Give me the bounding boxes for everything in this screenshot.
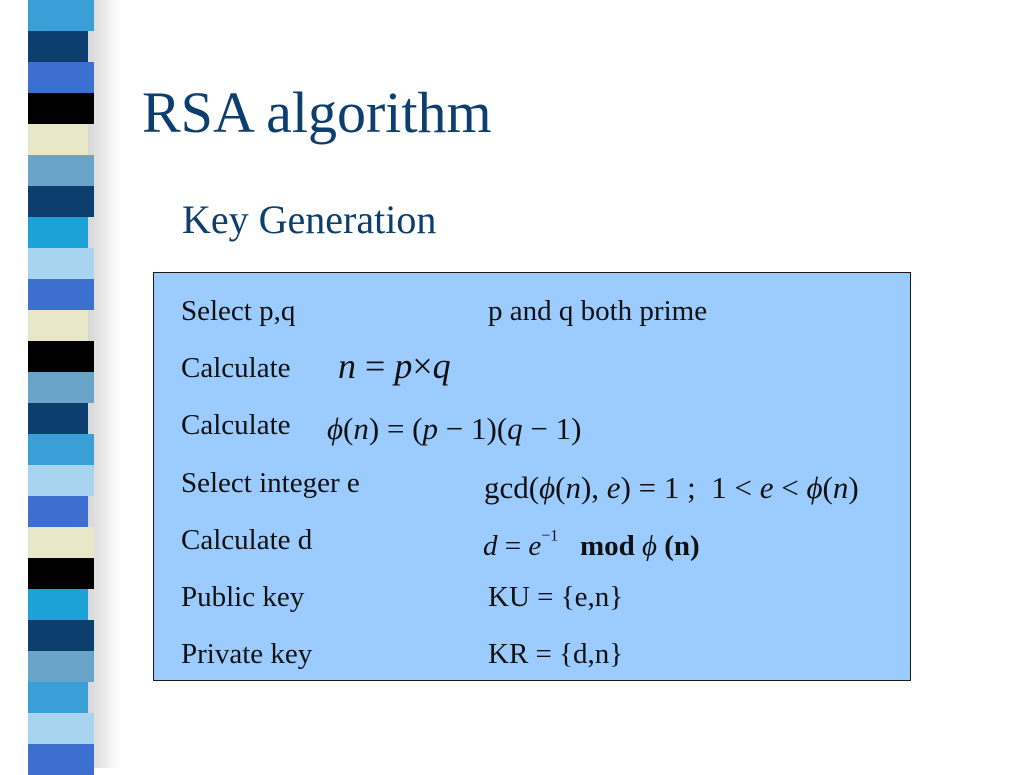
- stripe-block: [28, 155, 94, 186]
- stripe-block: [28, 651, 94, 682]
- stripe-block: [28, 620, 94, 651]
- row-label-calculate-phi: Calculate: [181, 409, 291, 441]
- key-generation-box: [153, 272, 911, 681]
- slide-subtitle: Key Generation: [182, 197, 437, 242]
- stripe-block: [28, 0, 94, 31]
- stripe-block: [28, 62, 94, 93]
- stripe-block: [28, 589, 88, 620]
- formula-n: n = p×q: [338, 346, 451, 386]
- row-label-calculate-d: Calculate d: [181, 524, 313, 556]
- stripe-block: [28, 372, 94, 403]
- stripe-block: [28, 496, 88, 527]
- row-value-public-key: KU = {e,n}: [488, 581, 624, 613]
- stripe-block: [28, 434, 94, 465]
- stripe-block: [28, 558, 94, 589]
- stripe-block: [28, 31, 88, 62]
- formula-phi: ϕ(n) = (p − 1)(q − 1): [327, 411, 582, 446]
- formula-d: d = e−1 mod ϕ (n): [483, 527, 700, 562]
- row-label-select-pq: Select p,q: [181, 295, 296, 327]
- row-label-select-e: Select integer e: [181, 467, 360, 499]
- stripe-block: [28, 682, 88, 713]
- decorative-stripe: [28, 0, 94, 775]
- formula-gcd: gcd(ϕ(n), e) = 1 ; 1 < e < ϕ(n): [484, 470, 859, 505]
- row-label-calculate-n: Calculate: [181, 352, 291, 384]
- stripe-block: [28, 403, 88, 434]
- stripe-block: [28, 713, 94, 744]
- stripe-block: [28, 124, 88, 155]
- stripe-block: [28, 744, 94, 775]
- stripe-block: [28, 527, 94, 558]
- stripe-block: [28, 186, 94, 217]
- stripe-block: [28, 465, 94, 496]
- stripe-block: [28, 248, 94, 279]
- row-value-private-key: KR = {d,n}: [488, 638, 624, 670]
- stripe-block: [28, 93, 94, 124]
- row-label-private-key: Private key: [181, 638, 313, 670]
- stripe-block: [28, 279, 94, 310]
- stripe-block: [28, 310, 88, 341]
- slide-title: RSA algorithm: [142, 80, 492, 145]
- row-label-public-key: Public key: [181, 581, 305, 613]
- row-value-prime: p and q both prime: [488, 295, 708, 327]
- stripe-block: [28, 341, 94, 372]
- stripe-block: [28, 217, 88, 248]
